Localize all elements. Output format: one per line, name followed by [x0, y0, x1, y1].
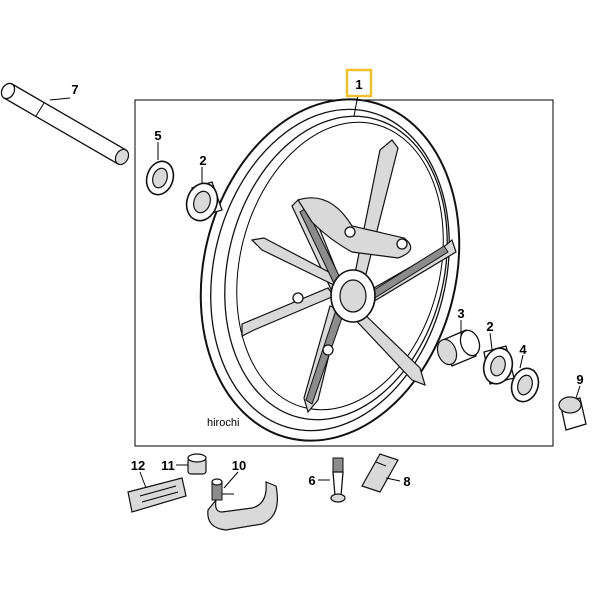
bushing: [558, 396, 587, 431]
callout-11: 11: [161, 458, 175, 473]
callout-10: 10: [232, 458, 246, 473]
callout-5: 5: [154, 128, 161, 143]
seal-ring-left: [145, 160, 175, 196]
callout-2-left: 2: [199, 153, 206, 168]
callout-3: 3: [457, 306, 464, 321]
callout-6: 6: [308, 473, 315, 488]
valve-stem: [330, 457, 346, 503]
callout-9: 9: [576, 372, 583, 387]
watermark-text: hirochi: [207, 417, 239, 429]
balance-weight: [361, 453, 399, 493]
valve-bracket: [207, 478, 278, 531]
wheel-hub: [330, 269, 376, 323]
callout-8: 8: [403, 474, 410, 489]
callout-12: 12: [131, 458, 145, 473]
callout-7: 7: [71, 82, 78, 97]
callout-2-right: 2: [486, 319, 493, 334]
weight-plate: [127, 477, 187, 513]
assembly-frame: [134, 99, 554, 447]
callout-1-highlight: [345, 68, 373, 98]
seal-ring-right: [510, 367, 540, 403]
bearing-right: [482, 345, 515, 385]
valve-nut: [187, 453, 207, 475]
bearing-left: [185, 181, 223, 222]
callout-1: 1: [355, 77, 362, 92]
leader-lines: [49, 94, 581, 489]
wheel-spokes: [241, 139, 457, 414]
spacer-sleeve: [436, 329, 481, 367]
axle-shaft: [0, 82, 130, 166]
callout-4: 4: [519, 342, 527, 357]
